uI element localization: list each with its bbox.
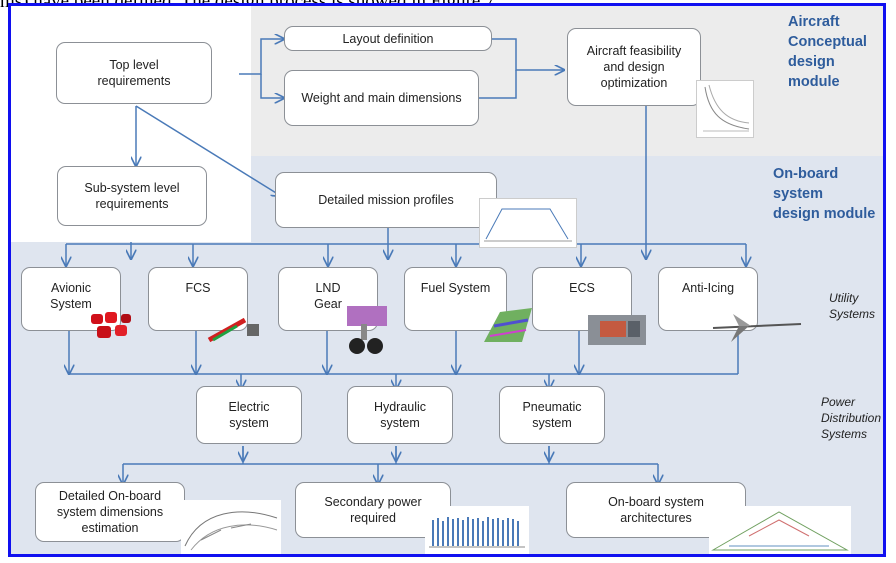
fuel-system-box: Fuel System bbox=[404, 267, 507, 331]
ecs-unit-image bbox=[588, 315, 646, 345]
secondary-power-chart-image bbox=[425, 506, 529, 554]
subsystem-requirements-box: Sub-system level requirements bbox=[57, 166, 207, 226]
fuel-tank-image bbox=[484, 308, 532, 342]
optimization-plot-thumbnail bbox=[696, 80, 754, 138]
design-process-diagram: Aircraft Conceptual design module On-boa… bbox=[8, 3, 886, 557]
ecs-box: ECS bbox=[532, 267, 632, 331]
feasibility-optimization-box: Aircraft feasibility and design optimiza… bbox=[567, 28, 701, 106]
avionic-components-image bbox=[91, 312, 131, 338]
utility-systems-label: Utility Systems bbox=[829, 291, 876, 321]
system-dimensions-box: Detailed On-board system dimensions esti… bbox=[35, 482, 185, 542]
connector-arrows bbox=[11, 6, 883, 554]
conceptual-module-label: Aircraft Conceptual design module bbox=[788, 14, 867, 90]
avionic-system-box: Avionic System bbox=[21, 267, 121, 331]
pneumatic-system-box: Pneumatic system bbox=[499, 386, 605, 444]
fcs-actuator-image bbox=[207, 317, 259, 343]
electric-system-box: Electric system bbox=[196, 386, 302, 444]
mission-profiles-box: Detailed mission profiles bbox=[275, 172, 497, 228]
weight-dimensions-box: Weight and main dimensions bbox=[284, 70, 479, 126]
fcs-box: FCS bbox=[148, 267, 248, 331]
architecture-wing-diagram-image bbox=[709, 506, 851, 554]
layout-definition-box: Layout definition bbox=[284, 26, 492, 51]
top-level-requirements-box: Top level requirements bbox=[56, 42, 212, 104]
anti-icing-wing-image bbox=[712, 314, 802, 342]
mission-profile-chart-thumbnail bbox=[479, 198, 577, 248]
system-layout-sketch-image bbox=[181, 500, 281, 554]
hydraulic-system-box: Hydraulic system bbox=[347, 386, 453, 444]
landing-gear-image bbox=[347, 306, 387, 354]
anti-icing-box: Anti-Icing bbox=[658, 267, 758, 331]
onboard-module-label: On-board system design module bbox=[773, 166, 876, 222]
power-distribution-label: Power Distribution Systems bbox=[821, 395, 882, 441]
